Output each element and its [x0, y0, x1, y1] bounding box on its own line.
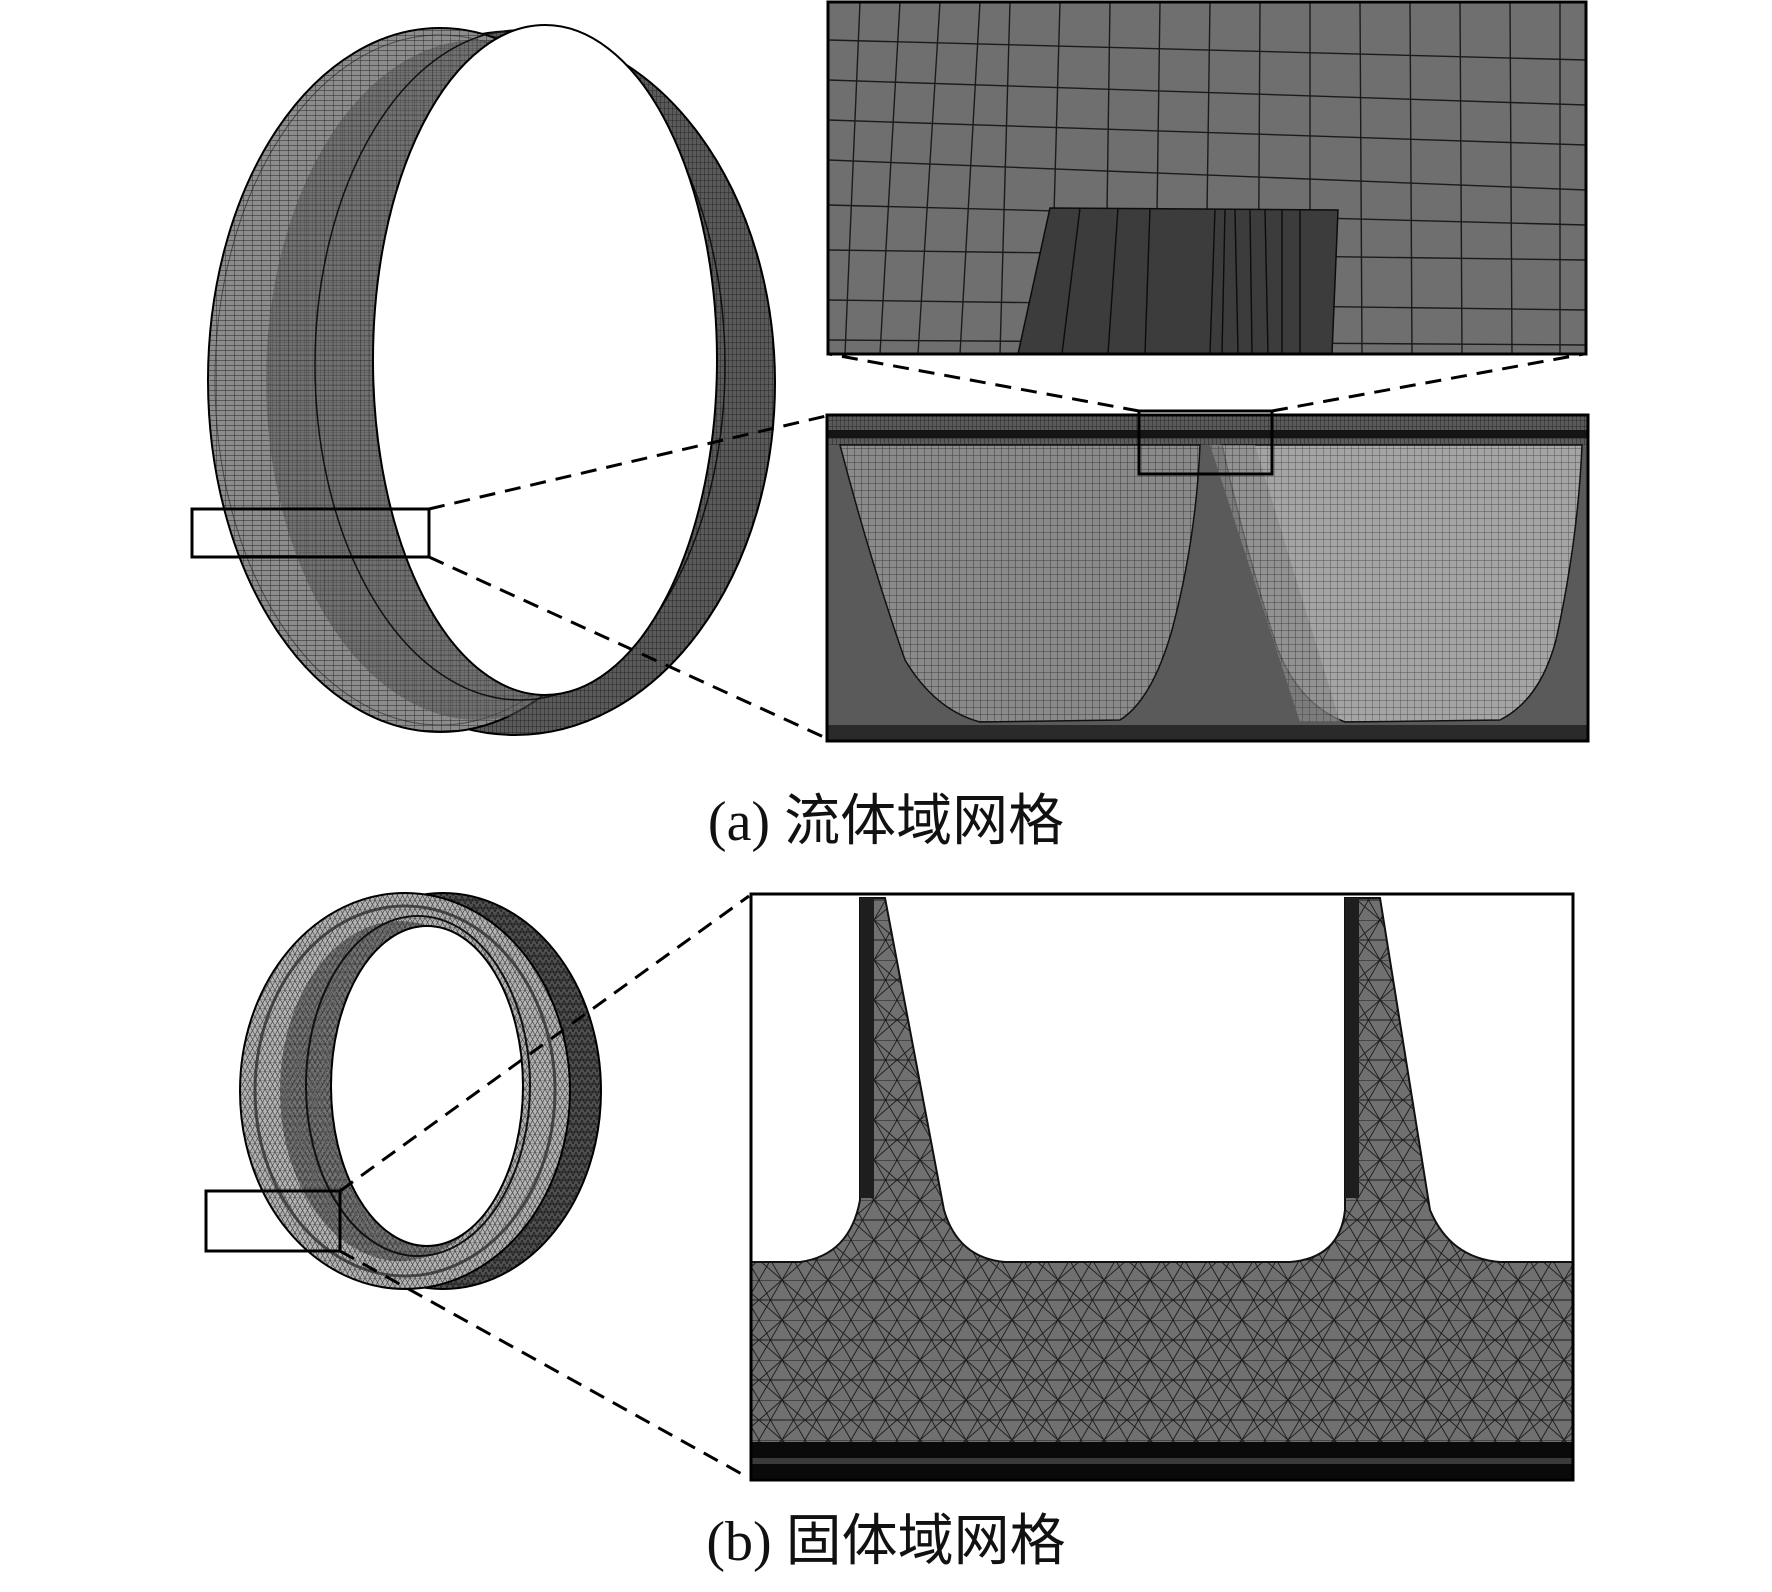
caption-a: (a) 流体域网格 — [708, 791, 1064, 853]
solid-zoom-connectors — [339, 894, 750, 1480]
solid-ring-3d — [239, 892, 602, 1290]
caption-b: (b) 固体域网格 — [706, 1511, 1065, 1573]
fluid-detail-zoom-marker — [1137, 409, 1274, 476]
fluid-detail-blade-frame — [825, 413, 1590, 743]
fluid-detail-fine-frame — [826, 0, 1588, 356]
fluid-zoom-connectors — [428, 352, 1585, 740]
solid-detail-frame — [749, 892, 1575, 1482]
solid-zoom-marker — [204, 1189, 342, 1253]
fluid-ring-3d — [207, 24, 776, 736]
solid-detail-mesh — [751, 894, 1573, 1480]
fluid-detail-fine-mesh — [828, 2, 1586, 354]
fluid-detail-blade-mesh — [827, 415, 1588, 741]
fluid-zoom-marker — [190, 507, 431, 559]
